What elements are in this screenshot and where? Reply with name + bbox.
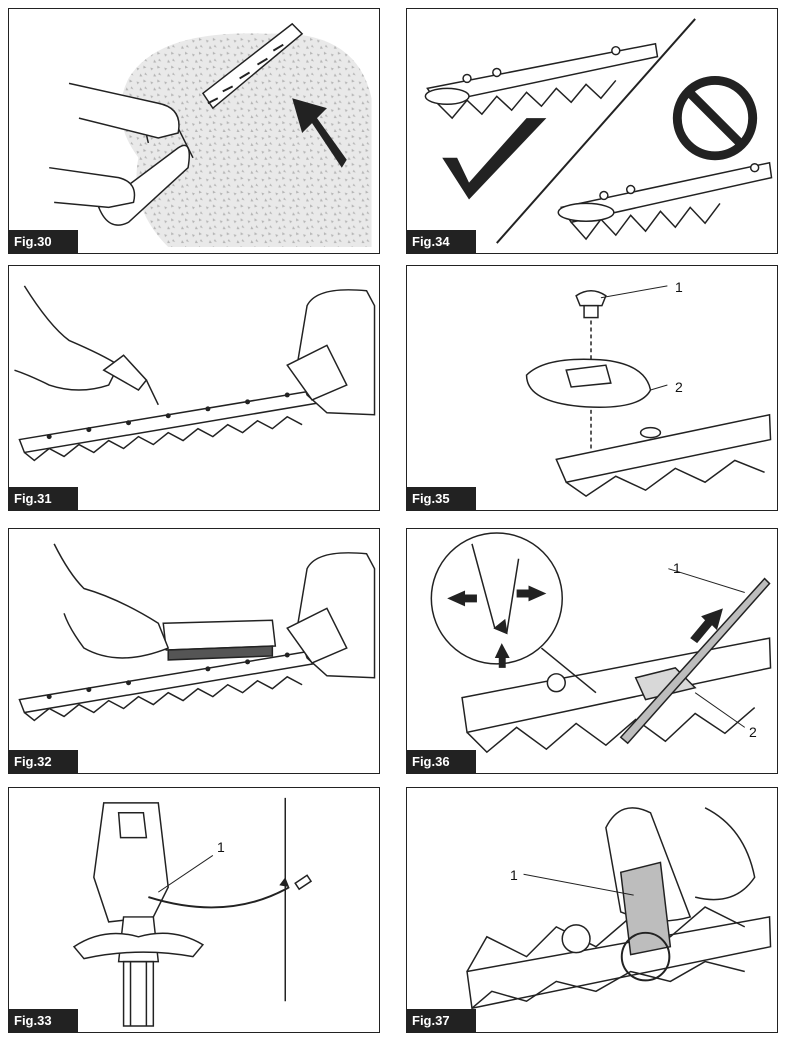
illustration-wall-hanging <box>72 797 313 1027</box>
wire-brush <box>162 619 277 651</box>
prohibited-icon <box>672 75 758 161</box>
figure-label: Fig.34 <box>407 230 476 253</box>
hand-bottom <box>49 166 136 209</box>
blade-bar <box>555 413 772 484</box>
panel-fig31: Fig.31 <box>8 265 380 511</box>
panel-fig32: Fig.32 <box>8 528 380 774</box>
panel-fig36: 1 2 Fig.36 <box>406 528 778 774</box>
callout-number: 1 <box>510 867 518 883</box>
hedge-foliage <box>120 33 372 248</box>
motion-arrow-icon <box>292 98 347 168</box>
blade-bar <box>466 916 772 1010</box>
oil-bottle <box>102 354 148 391</box>
front-handle <box>72 932 205 960</box>
callout-number: 2 <box>749 724 757 740</box>
illustration-brushing-blade <box>18 543 376 722</box>
illustration-deburring-blade <box>466 807 772 1010</box>
callout-number: 1 <box>675 279 683 295</box>
callout-number: 2 <box>675 379 683 395</box>
illustration-sharpening-blade <box>430 532 772 754</box>
figure-label: Fig.37 <box>407 1009 476 1032</box>
illustration-oiling-blade <box>14 285 376 462</box>
trimmer-blade <box>18 389 320 454</box>
panel-fig33: 1 Fig.33 <box>8 787 380 1033</box>
screw <box>294 874 313 891</box>
hand <box>53 543 170 659</box>
figure-label: Fig.32 <box>9 750 78 773</box>
callout-number: 1 <box>217 839 225 855</box>
checkmark-icon <box>442 118 547 200</box>
whetstone <box>619 861 672 956</box>
motion-arrow-icon <box>690 608 723 644</box>
detail-circle <box>620 931 671 982</box>
panel-fig34: Fig.34 <box>406 8 778 254</box>
pressure-arrow-icon <box>447 585 547 668</box>
panel-fig30: Fig.30 <box>8 8 380 254</box>
illustration-hedge-trimming <box>49 22 372 248</box>
illustration-chip-receiver-assembly <box>525 285 772 498</box>
callout-number: 1 <box>673 560 681 576</box>
panel-fig37: 1 Fig.37 <box>406 787 778 1033</box>
figure-label: Fig.36 <box>407 750 476 773</box>
figure-label: Fig.33 <box>9 1009 78 1032</box>
hand-top <box>68 82 180 139</box>
illustration-blade-cover-orientation <box>424 18 773 244</box>
hand <box>14 285 120 391</box>
file <box>619 577 771 745</box>
figure-label: Fig.30 <box>9 230 78 253</box>
figure-label: Fig.35 <box>407 487 476 510</box>
detail-magnifier <box>430 532 563 665</box>
figure-label: Fig.31 <box>9 487 78 510</box>
panel-fig35: 1 2 Fig.35 <box>406 265 778 511</box>
bolt <box>575 290 607 307</box>
